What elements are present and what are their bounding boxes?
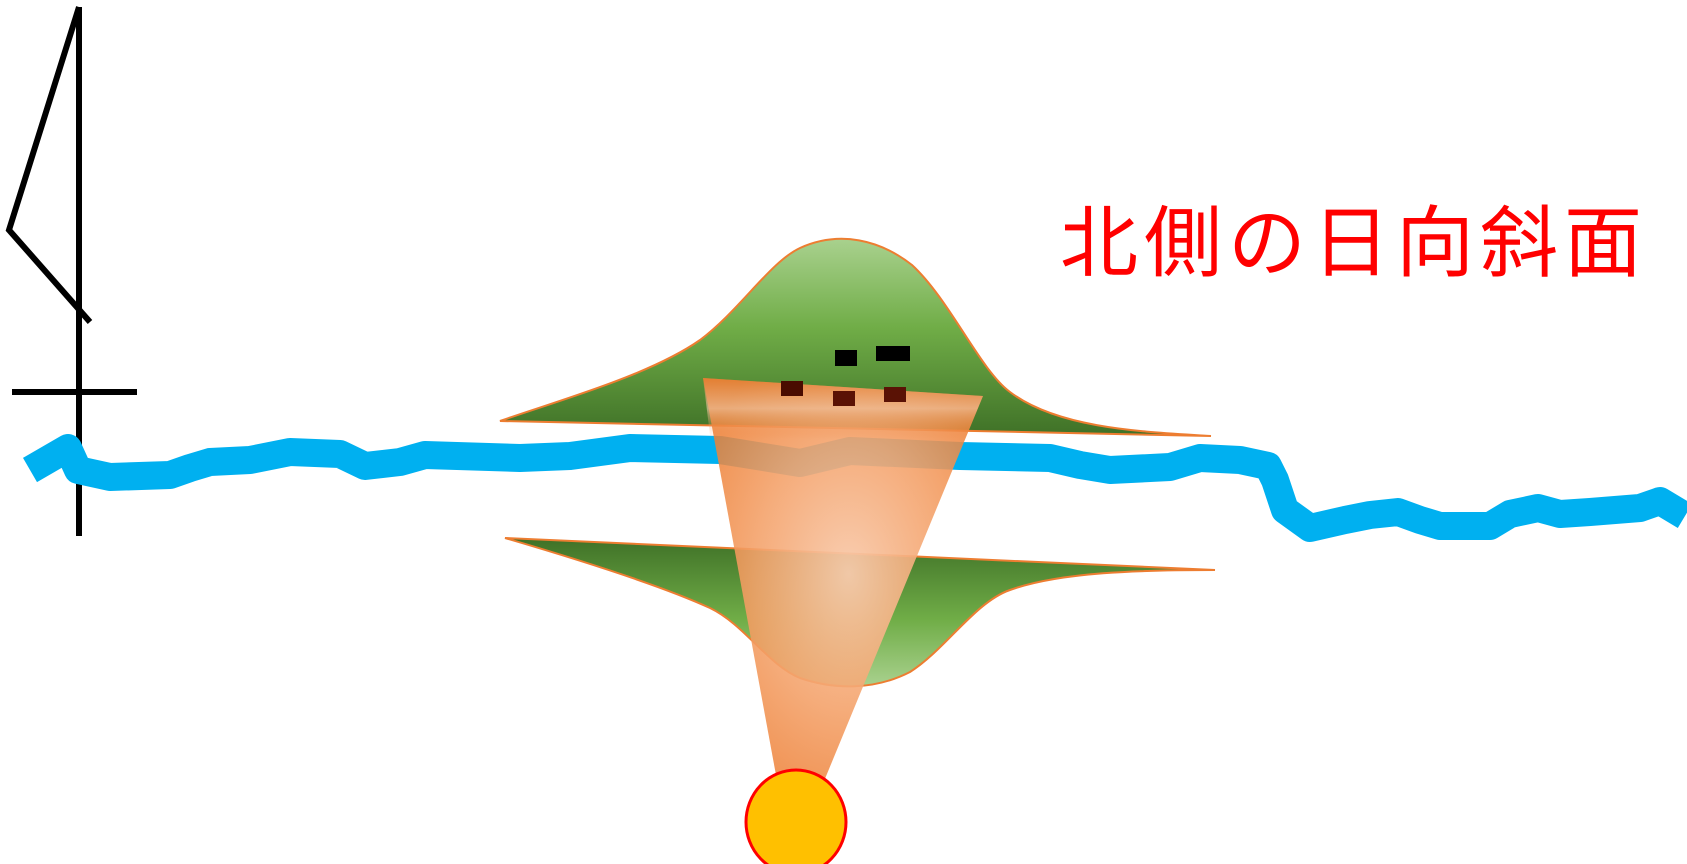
house-block-icon xyxy=(781,381,803,396)
river xyxy=(22,434,1687,542)
house-block-icon xyxy=(876,346,910,361)
sun-circle-icon xyxy=(744,768,848,864)
house-block-icon xyxy=(833,391,855,406)
house-block-icon xyxy=(835,350,857,366)
sun-beam xyxy=(703,378,983,786)
house-block-icon xyxy=(884,387,906,402)
slope-label: 北側の日向斜面 xyxy=(1060,199,1649,289)
houses xyxy=(781,346,910,406)
upper-hill xyxy=(499,237,1212,437)
